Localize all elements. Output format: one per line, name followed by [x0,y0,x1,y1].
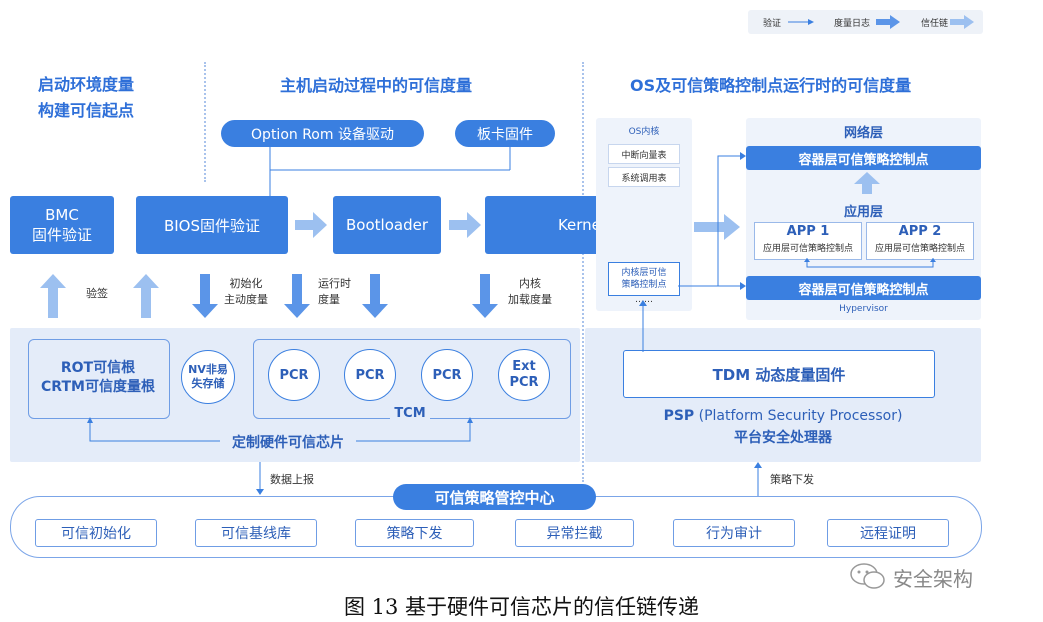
init-measure-arrow-icon [192,274,218,318]
section-title-left: 启动环境度量 构建可信起点 [38,75,135,120]
app1-box: APP 1 应用层可信策略控制点 [754,222,862,260]
os-kernel-title: OS内核 [628,127,660,137]
data-report-arrow [256,462,264,495]
psp-line1: PSP (Platform Security Processor) [585,408,981,424]
app2-box: APP 2 应用层可信策略控制点 [866,222,974,260]
pcr-circle-1: PCR [268,349,320,401]
sign-verify-label: 验签 [86,287,108,300]
center-item-policy-dispatch: 策略下发 [355,519,474,547]
center-item-behavior-audit: 行为审计 [673,519,795,547]
trust-arrow-bootloader-kernel-icon [449,212,481,238]
legend-verify-label: 验证 [763,19,782,29]
tdm-box: TDM 动态度量固件 [623,350,935,398]
kernel-policy-point: 内核层可信 策略控制点 [608,262,680,296]
bmc-box: BMC 固件验证 [10,196,114,254]
legend-trust-arrow-icon [950,15,974,29]
legend-measure-arrow-icon [876,15,900,29]
legend [748,10,983,34]
trust-arrow-bios-bootloader-icon [295,212,327,238]
wechat-icon [850,563,885,589]
center-item-anomaly-block: 异常拦截 [515,519,634,547]
app1-sub: 应用层可信策略控制点 [762,244,853,254]
bootloader-box: Bootloader [333,196,441,254]
pcr-circle-2: PCR [344,349,396,401]
app1-title: APP 1 [786,224,830,239]
legend-trust-chain-label: 信任链 [921,19,949,29]
runtime-measure-label: 运行时 度量 [318,277,351,306]
policy-down-label: 策略下发 [770,473,814,486]
section-title-right: OS及可信策略控制点运行时的可信度量 [630,76,912,95]
os-kernel-ellipsis: …… [635,295,653,305]
rot-box [28,339,170,419]
rot-label: ROT可信根 CRTM可信度量根 [41,360,155,395]
runtime-measure-arrow-right-icon [362,274,388,318]
board-firmware-pill: 板卡固件 [455,120,555,147]
separator-left [204,62,206,182]
kernel-measure-label: 内核 加载度量 [508,277,552,306]
trust-arrow-kernel-app-icon [694,214,740,240]
network-layer-label: 网络层 [843,126,883,141]
ext-pcr-circle: Ext PCR [498,349,550,401]
section-title-middle: 主机启动过程中的可信度量 [280,76,473,95]
kernel-measure-arrow-icon [472,274,498,318]
option-rom-pill: Option Rom 设备驱动 [221,120,424,147]
kernel-policy-connector [678,152,746,290]
center-item-trusted-init: 可信初始化 [35,519,157,547]
init-measure-label: 初始化 主动度量 [224,277,268,306]
figure-caption: 图 13 基于硬件可信芯片的信任链传递 [343,595,700,619]
container-policy-top: 容器层可信策略控制点 [746,146,981,170]
legend-measure-log-label: 度量日志 [834,19,871,29]
psp-bold: PSP [663,408,695,424]
app2-title: APP 2 [898,224,942,239]
container-policy-bottom: 容器层可信策略控制点 [746,276,981,300]
hypervisor-label: Hypervisor [839,304,888,314]
runtime-measure-arrow-left-icon [284,274,310,318]
center-item-baseline-db: 可信基线库 [195,519,317,547]
center-item-remote-attest: 远程证明 [827,519,949,547]
app-layer-label: 应用层 [843,205,883,220]
separator-right [582,62,584,482]
custom-chip-label: 定制硬件可信芯片 [220,432,356,452]
sign-verify-arrow-right-icon [133,274,159,318]
psp-full-name: (Platform Security Processor) [694,408,903,424]
pcr-circle-3: PCR [421,349,473,401]
nv-storage-circle: NV非易 失存储 [181,350,235,404]
option-rom-connector [269,146,511,196]
app2-sub: 应用层可信策略控制点 [874,244,965,254]
interrupt-vector-table: 中断向量表 [608,144,680,164]
sign-verify-arrow-left-icon [40,274,66,318]
syscall-table: 系统调用表 [608,167,680,187]
watermark-text: 安全架构 [893,567,973,591]
app-to-container-arrow-icon [854,172,880,194]
data-report-label: 数据上报 [270,473,314,486]
psp-line2: 平台安全处理器 [734,430,832,446]
tdm-to-kernel-arrow [639,300,647,352]
tcm-label: TCM [390,406,430,421]
bios-box: BIOS固件验证 [136,196,288,254]
legend-verify-arrow-icon [788,19,814,25]
control-center-title: 可信策略管控中心 [393,484,596,510]
app-connector [804,258,936,268]
policy-down-arrow [754,462,762,496]
